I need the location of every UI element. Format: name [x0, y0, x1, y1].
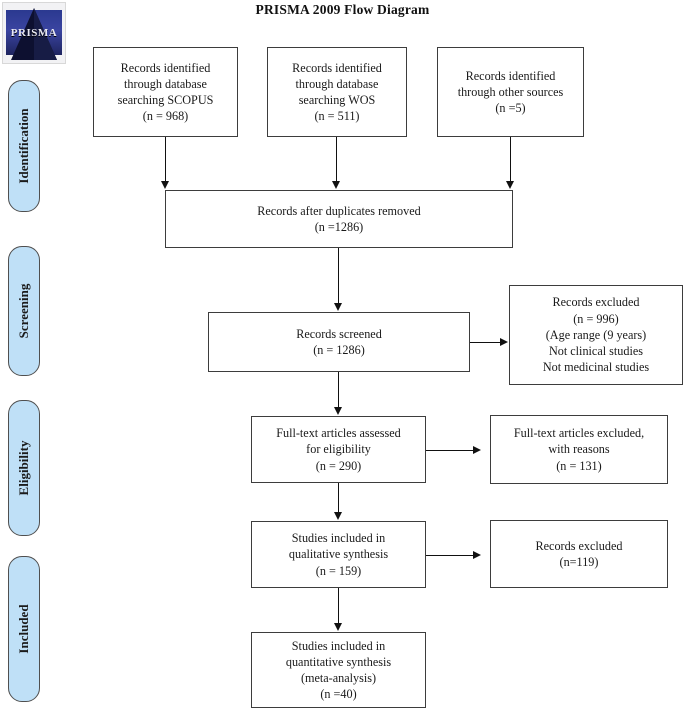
box-records-screened: Records screened (n = 1286) — [208, 312, 470, 372]
box-text: Studies included in qualitative synthesi… — [288, 531, 389, 578]
box-text: Records after duplicates removed (n =128… — [257, 203, 421, 234]
arrowhead-qualitative-to-quantitative — [334, 623, 342, 631]
box-text: Records excluded (n=119) — [535, 538, 623, 569]
box-text: Records identified through database sear… — [117, 60, 214, 124]
connector-other-down — [510, 137, 511, 182]
box-records-after-duplicates-removed: Records after duplicates removed (n =128… — [165, 190, 513, 248]
box-text: Full-text articles excluded, with reason… — [513, 426, 645, 473]
stage-pill-eligibility: Eligibility — [8, 400, 40, 536]
box-fulltext-articles-excluded: Full-text articles excluded, with reason… — [490, 415, 668, 484]
connector-duplicates-to-screened — [338, 248, 339, 304]
box-studies-qualitative-synthesis: Studies included in qualitative synthesi… — [251, 521, 426, 588]
box-records-excluded-screening: Records excluded (n = 996) (Age range (9… — [509, 285, 683, 385]
connector-fulltext-to-qualitative — [338, 483, 339, 513]
connector-screened-to-excluded — [470, 342, 501, 343]
arrowhead-qualitative-to-excluded — [473, 551, 481, 559]
stage-pill-included: Included — [8, 556, 40, 702]
page-title: PRISMA 2009 Flow Diagram — [255, 2, 430, 17]
connector-qualitative-to-quantitative — [338, 588, 339, 624]
stage-label-screening: Screening — [16, 283, 31, 339]
box-text: Full-text articles assessed for eligibil… — [276, 426, 401, 473]
stage-pill-identification: Identification — [8, 80, 40, 212]
connector-fulltext-to-excluded — [426, 450, 474, 451]
arrowhead-screened-to-fulltext — [334, 407, 342, 415]
box-text: Records excluded (n = 996) (Age range (9… — [542, 295, 650, 375]
stage-label-eligibility: Eligibility — [16, 440, 31, 496]
connector-scopus-down — [165, 137, 166, 182]
box-text: Studies included in quantitative synthes… — [285, 638, 392, 702]
arrowhead-fulltext-to-qualitative — [334, 512, 342, 520]
box-records-identified-scopus: Records identified through database sear… — [93, 47, 238, 137]
box-records-identified-other: Records identified through other sources… — [437, 47, 584, 137]
arrowhead-fulltext-to-excluded — [473, 446, 481, 454]
box-records-excluded-qualitative: Records excluded (n=119) — [490, 520, 668, 588]
box-fulltext-articles-assessed: Full-text articles assessed for eligibil… — [251, 416, 426, 483]
logo-text: PRISMA — [10, 27, 58, 39]
connector-screened-to-fulltext — [338, 372, 339, 408]
box-text: Records identified through other sources… — [457, 68, 564, 116]
stage-pill-screening: Screening — [8, 246, 40, 376]
arrowhead-scopus-down — [161, 181, 169, 189]
arrowhead-duplicates-to-screened — [334, 303, 342, 311]
box-studies-quantitative-synthesis: Studies included in quantitative synthes… — [251, 632, 426, 708]
box-text: Records identified through database sear… — [292, 60, 382, 124]
arrowhead-wos-down — [332, 181, 340, 189]
arrowhead-screened-to-excluded — [500, 338, 508, 346]
arrowhead-other-down — [506, 181, 514, 189]
connector-qualitative-to-excluded — [426, 555, 474, 556]
stage-label-identification: Identification — [16, 108, 31, 184]
logo-pyramid-shade — [34, 8, 57, 60]
box-records-identified-wos: Records identified through database sear… — [267, 47, 407, 137]
connector-wos-down — [336, 137, 337, 182]
box-text: Records screened (n = 1286) — [296, 326, 382, 357]
prisma-logo: PRISMA — [2, 2, 66, 64]
stage-label-included: Included — [16, 604, 31, 654]
